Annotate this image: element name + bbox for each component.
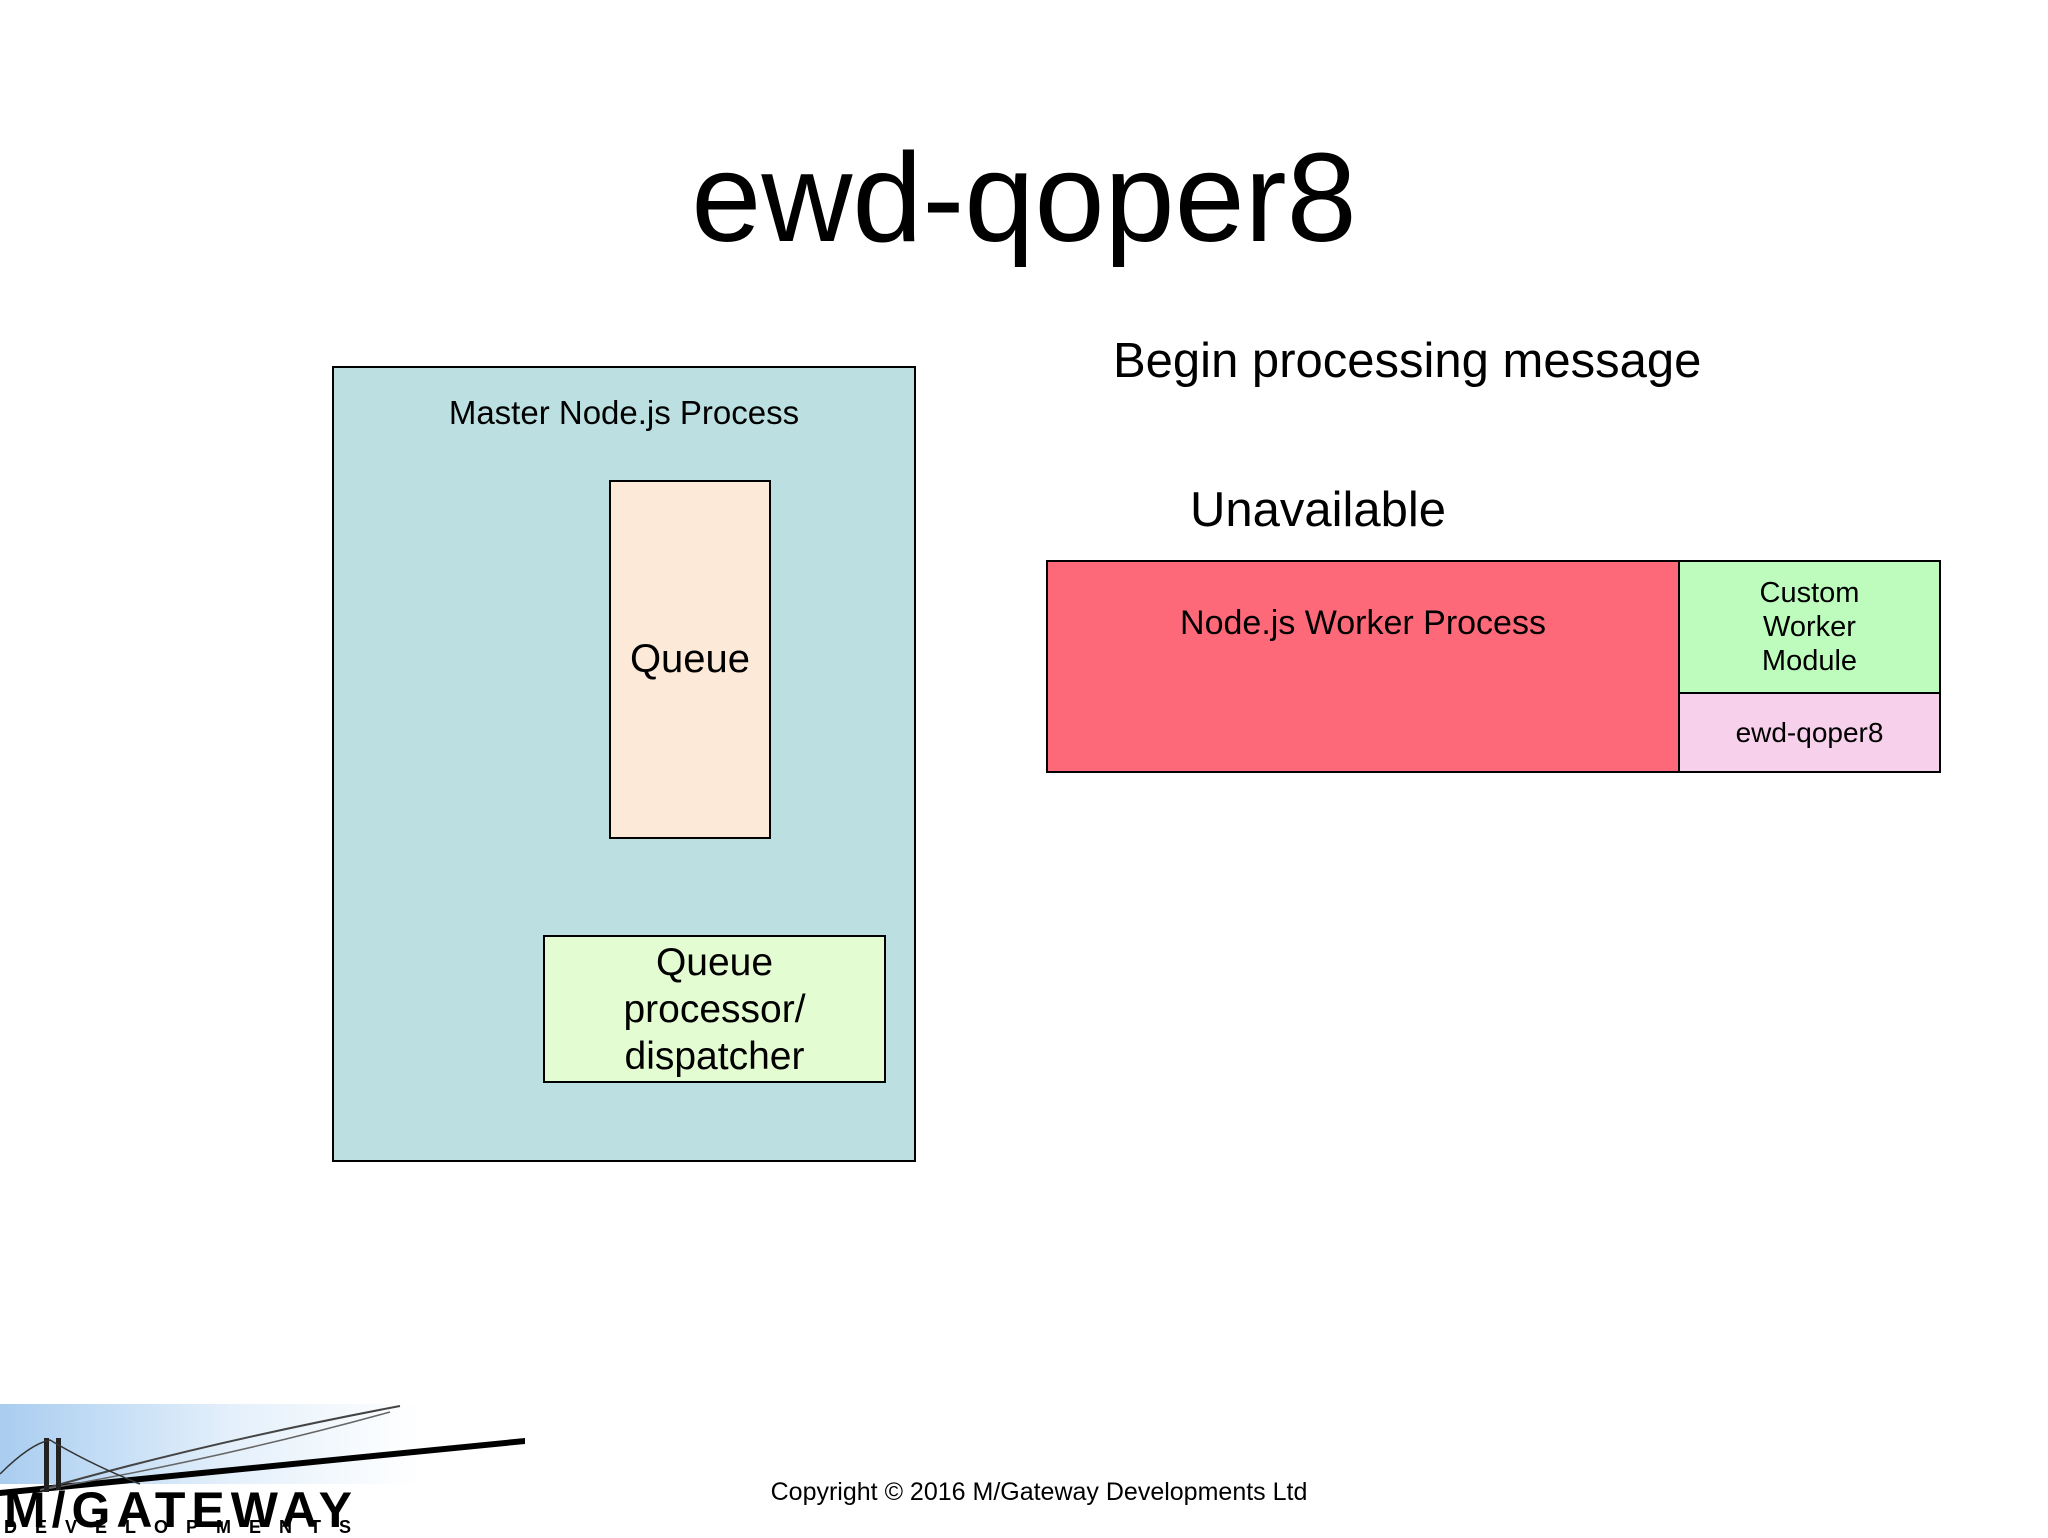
dispatcher-line: dispatcher [624, 1034, 805, 1078]
custom-module-line: Worker [1763, 611, 1856, 643]
status-heading: Begin processing message [1113, 334, 1702, 388]
copyright-footer: Copyright © 2016 M/Gateway Developments … [770, 1478, 1308, 1506]
custom-worker-module-box: Custom Worker Module [1678, 560, 1941, 694]
queue-dispatcher-box: Queue processor/ dispatcher [543, 935, 886, 1083]
custom-module-line: Module [1761, 645, 1858, 677]
worker-process-label: Node.js Worker Process [1180, 604, 1546, 642]
logo-bridge-cable [39, 1405, 401, 1491]
logo-bridge-tower [44, 1438, 49, 1492]
logo-bridge-cable [39, 1411, 391, 1491]
slide-title: ewd-qoper8 [691, 127, 1357, 268]
ewd-qoper8-module-box: ewd-qoper8 [1678, 692, 1941, 773]
dispatcher-line: processor/ [623, 987, 806, 1031]
logo-wordmark: M/GATEWAY [4, 1482, 359, 1538]
queue-box: Queue [609, 480, 771, 839]
custom-module-line: Custom [1759, 577, 1860, 609]
custom-worker-module-label: Custom Worker Module [1760, 576, 1860, 678]
queue-dispatcher-label: Queue processor/ dispatcher [623, 939, 805, 1080]
logo-bridge-cable [0, 1439, 141, 1485]
worker-availability-label: Unavailable [1190, 483, 1447, 537]
logo-bridge-tower [56, 1438, 61, 1490]
worker-process-box [1046, 560, 1680, 773]
mgateway-logo-graphic [0, 1404, 525, 1496]
dispatcher-line: Queue [655, 940, 774, 984]
logo-subtitle: DEVELOPMENTS [4, 1517, 370, 1536]
master-process-label: Master Node.js Process [448, 394, 800, 431]
logo-bridge-deck [0, 1438, 525, 1496]
queue-label: Queue [629, 637, 751, 681]
ewd-qoper8-module-label: ewd-qoper8 [1735, 716, 1884, 748]
